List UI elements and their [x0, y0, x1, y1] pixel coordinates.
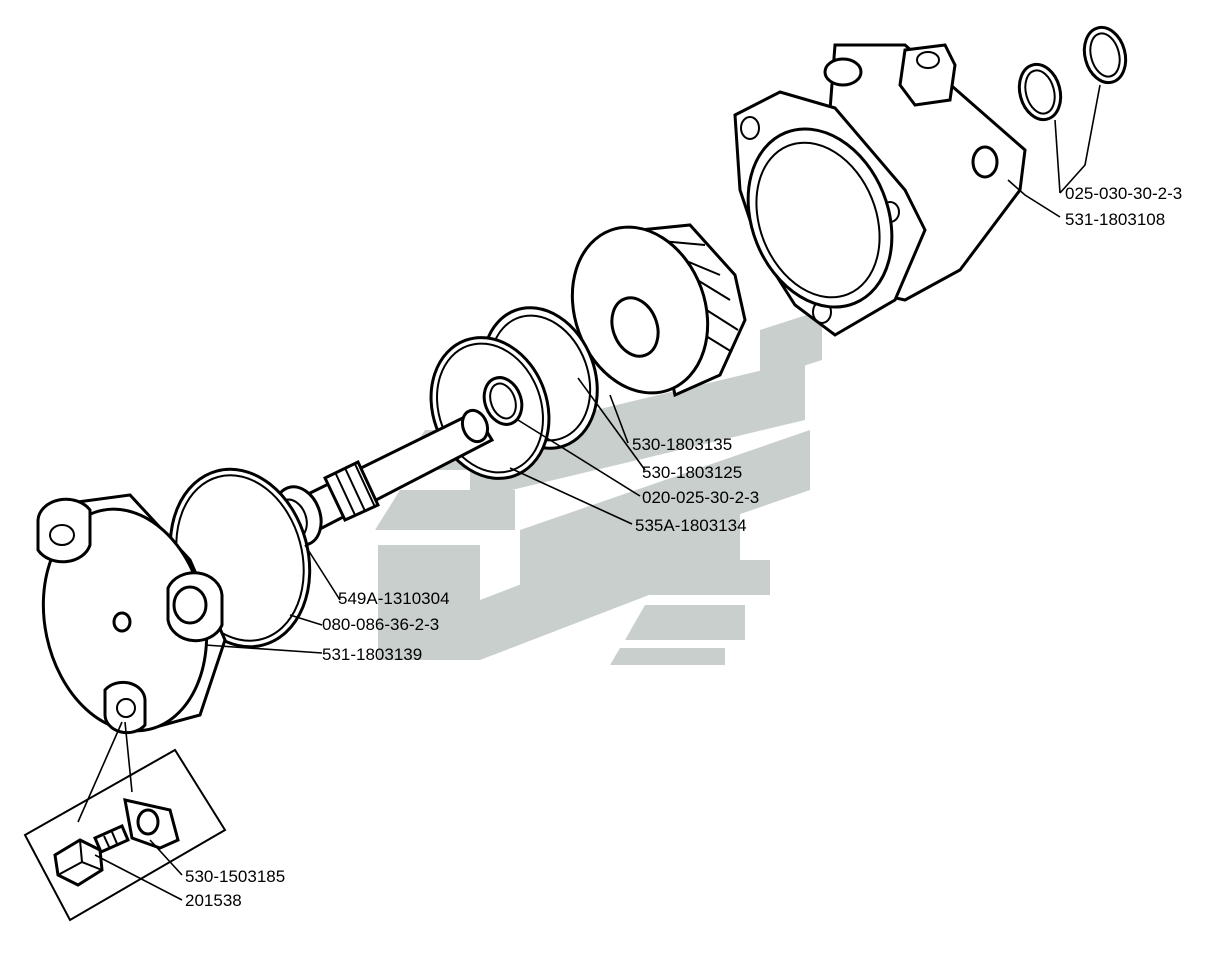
label-cover: 531-1803139	[322, 645, 422, 664]
cylinder-body	[733, 43, 1027, 337]
fastener-inset	[23, 721, 227, 922]
label-piston: 530-1803135	[632, 435, 732, 454]
label-lock-plate: 530-1503185	[185, 867, 285, 886]
label-bolt: 201538	[185, 891, 242, 910]
label-o-ring-cover: 080-086-36-2-3	[322, 615, 439, 634]
label-o-ring-rod: 020-025-30-2-3	[642, 488, 759, 507]
piston	[570, 223, 747, 398]
leader-lines	[94, 84, 1101, 901]
label-retaining-ring: 530-1803125	[642, 463, 742, 482]
label-cylinder-body: 531-1803108	[1065, 210, 1165, 229]
watermark-logo	[375, 310, 822, 665]
small-o-rings	[1017, 25, 1128, 122]
bolt	[53, 824, 130, 887]
cover	[36, 493, 227, 735]
part-labels: 025-030-30-2-3 531-1803108 530-1803135 5…	[185, 184, 1182, 910]
label-seal-ring: 535А-1803134	[635, 516, 747, 535]
label-o-rings-small: 025-030-30-2-3	[1065, 184, 1182, 203]
label-rod: 549А-1310304	[338, 589, 450, 608]
lock-plate	[123, 798, 180, 850]
